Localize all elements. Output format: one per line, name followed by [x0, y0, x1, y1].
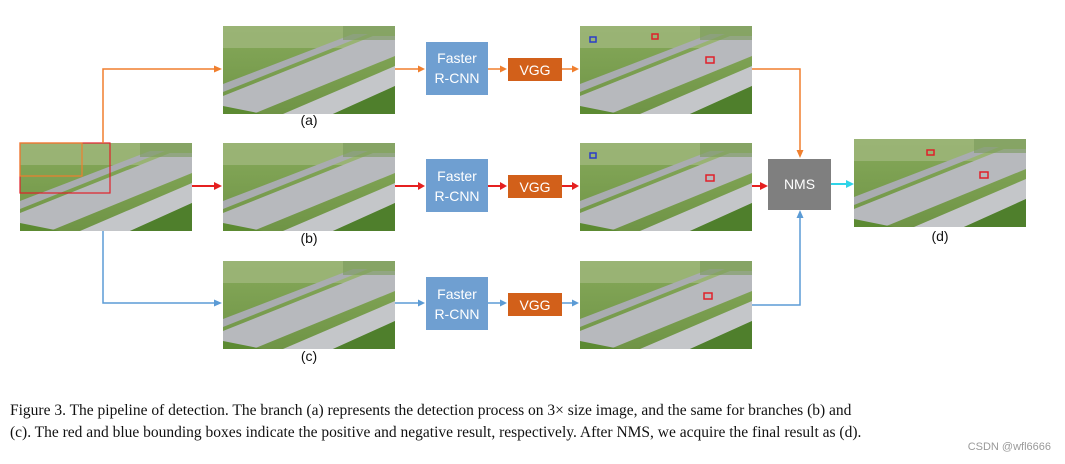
result-image-a — [580, 26, 752, 114]
negative-bbox — [589, 36, 597, 43]
faster-rcnn-box-a: Faster R-CNN — [426, 42, 488, 95]
arrow-faster-to-vgg-c — [488, 299, 507, 307]
faster-rcnn-label-line2: R-CNN — [434, 306, 479, 322]
watermark: CSDN @wfl6666 — [967, 441, 1051, 453]
faster-rcnn-box-b: Faster R-CNN — [426, 159, 488, 212]
faster-rcnn-label-line2: R-CNN — [434, 70, 479, 86]
label-b: (b) — [300, 230, 317, 246]
input-image — [19, 142, 192, 231]
arrow-b-to-faster — [395, 182, 425, 190]
caption-line-2: (c). The red and blue bounding boxes ind… — [10, 424, 862, 441]
vgg-box-c: VGG — [508, 293, 562, 316]
arrow-c-to-faster — [395, 299, 425, 307]
positive-bbox — [705, 56, 715, 64]
positive-bbox — [979, 171, 989, 179]
vgg-box-a: VGG — [508, 58, 562, 81]
nms-box: NMS — [768, 159, 831, 210]
faster-rcnn-label-line2: R-CNN — [434, 188, 479, 204]
vgg-label: VGG — [519, 179, 550, 195]
vgg-label: VGG — [519, 297, 550, 313]
arrow-faster-to-vgg-a — [488, 65, 507, 73]
positive-bbox — [926, 149, 935, 156]
arrow-input-to-c — [102, 231, 222, 307]
crop-region-a — [19, 142, 83, 177]
arrow-result-b-to-nms — [752, 182, 768, 190]
result-image-b — [580, 143, 752, 231]
pipeline-diagram: Faster R-CNN Faster R-CNN Faster R-CNN V… — [19, 26, 1026, 364]
result-image-c — [580, 261, 752, 349]
image-a — [223, 26, 395, 114]
positive-bbox — [651, 33, 659, 40]
label-a: (a) — [300, 112, 317, 128]
arrow-faster-to-vgg-b — [488, 182, 507, 190]
positive-bbox — [703, 292, 713, 300]
faster-rcnn-label-line1: Faster — [437, 168, 477, 184]
arrow-input-to-a — [102, 65, 222, 143]
image-c — [223, 261, 395, 349]
label-d: (d) — [931, 228, 948, 244]
vgg-label: VGG — [519, 62, 550, 78]
vgg-box-b: VGG — [508, 175, 562, 198]
caption-line-1: Figure 3. The pipeline of detection. The… — [10, 402, 852, 419]
nms-label: NMS — [784, 176, 815, 192]
arrow-result-a-to-nms — [752, 68, 804, 158]
arrow-nms-to-final — [831, 180, 854, 188]
final-image — [854, 139, 1026, 227]
arrow-a-to-faster — [395, 65, 425, 73]
negative-bbox — [589, 152, 597, 159]
faster-rcnn-label-line1: Faster — [437, 50, 477, 66]
positive-bbox — [705, 174, 715, 182]
arrow-input-to-b — [192, 182, 222, 190]
figure-caption: Figure 3. The pipeline of detection. The… — [10, 400, 1055, 444]
image-b — [223, 143, 395, 231]
arrow-vgg-to-result-a — [562, 65, 579, 73]
arrow-vgg-to-result-b — [562, 182, 579, 190]
faster-rcnn-label-line1: Faster — [437, 286, 477, 302]
label-c: (c) — [301, 348, 317, 364]
arrow-vgg-to-result-c — [562, 299, 579, 307]
arrow-result-c-to-nms — [752, 210, 804, 306]
faster-rcnn-box-c: Faster R-CNN — [426, 277, 488, 330]
